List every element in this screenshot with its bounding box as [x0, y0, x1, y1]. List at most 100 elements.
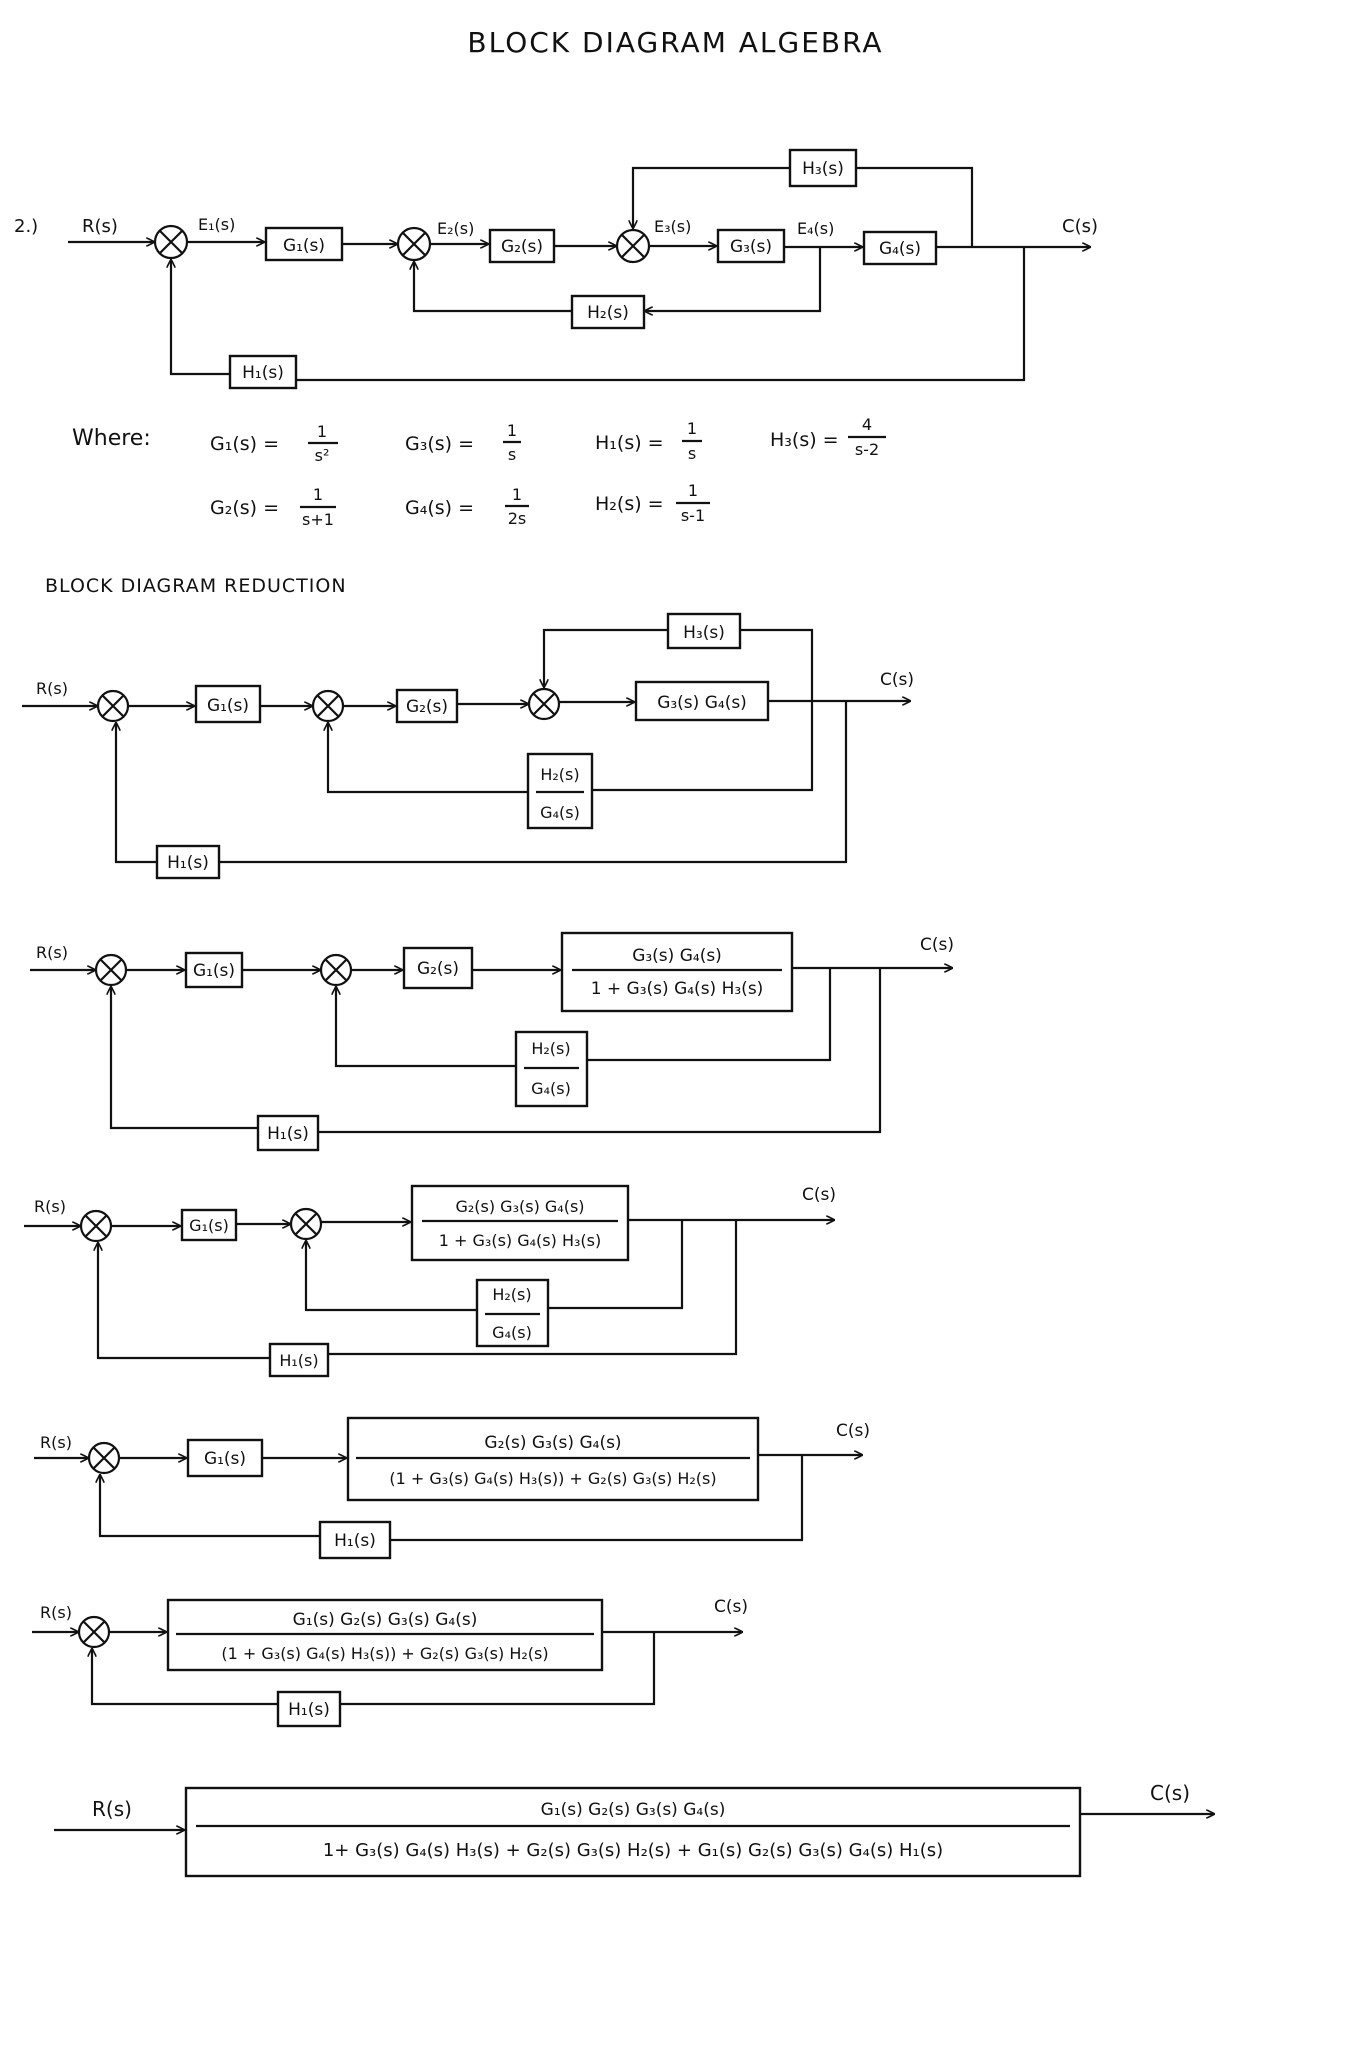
svg-text:G₂(s): G₂(s)	[417, 959, 459, 979]
signal-e3-label: E₃(s)	[654, 217, 691, 236]
block-inner-loop	[560, 931, 794, 1013]
summing-junction-1	[79, 1209, 113, 1243]
svg-text:H₂(s): H₂(s)	[492, 1285, 531, 1304]
summing-junction-2	[311, 689, 345, 723]
summing-junction-1	[153, 224, 189, 260]
svg-text:G₂(s) G₃(s) G₄(s): G₂(s) G₃(s) G₄(s)	[484, 1433, 621, 1453]
summing-junction-3	[615, 228, 651, 264]
final-transfer-function: R(s) G₁(s) G₂(s) G₃(s) G₄(s) 1+ G₃(s) G₄…	[54, 1781, 1214, 1878]
block-g2	[402, 946, 474, 990]
svg-text:G₁(s) G₂(s) G₃(s) G₄(s): G₁(s) G₂(s) G₃(s) G₄(s)	[541, 1800, 726, 1820]
svg-text:1: 1	[687, 419, 697, 438]
block-g1-label: G₁(s)	[283, 236, 325, 256]
transfer-function-definitions: Where: G₁(s) = 1 s² G₂(s) = 1 s+1 G₃(s) …	[72, 415, 886, 529]
block-g2-series	[410, 1184, 630, 1262]
reduction-step-2: R(s) G₁(s) G₂(s) G₃(s) G₄(s) 1 + G₃(s) G…	[30, 931, 954, 1152]
svg-text:G₄(s): G₄(s)	[531, 1079, 571, 1098]
block-g1	[186, 1438, 264, 1478]
reduction-step-3: R(s) G₁(s) G₂(s) G₃(s) G₄(s) 1 + G₃(s) G…	[24, 1184, 836, 1378]
svg-text:4: 4	[862, 415, 872, 434]
block-h1	[318, 1520, 392, 1560]
svg-text:G₄(s) =: G₄(s) =	[405, 497, 474, 519]
block-g1	[264, 226, 344, 262]
svg-text:H₂(s): H₂(s)	[531, 1039, 570, 1058]
svg-text:G₁(s): G₁(s)	[207, 696, 249, 716]
signal-e4-label: E₄(s)	[797, 219, 834, 238]
block-h2	[570, 294, 646, 330]
svg-text:G₃(s) G₄(s): G₃(s) G₄(s)	[657, 693, 747, 713]
reduction-step-5: R(s) G₁(s) G₂(s) G₃(s) G₄(s) (1 + G₃(s) …	[32, 1597, 748, 1728]
svg-text:s: s	[508, 445, 516, 464]
block-g2-label: G₂(s)	[501, 237, 543, 257]
svg-text:1 + G₃(s) G₄(s) H₃(s): 1 + G₃(s) G₄(s) H₃(s)	[591, 979, 764, 999]
problem-number: 2.)	[14, 216, 38, 237]
svg-text:1+ G₃(s) G₄(s) H₃(s) + G₂(s) G: 1+ G₃(s) G₄(s) H₃(s) + G₂(s) G₃(s) H₂(s)…	[323, 1840, 943, 1861]
svg-text:1: 1	[688, 481, 698, 500]
svg-text:H₂(s) =: H₂(s) =	[595, 493, 664, 515]
summing-junction-2	[396, 226, 432, 262]
block-h3	[788, 148, 858, 188]
definition-g3: G₃(s) = 1 s	[405, 421, 521, 464]
svg-text:s-1: s-1	[681, 506, 705, 525]
svg-text:1 + G₃(s) G₄(s) H₃(s): 1 + G₃(s) G₄(s) H₃(s)	[439, 1231, 601, 1250]
summing-junction-3	[527, 687, 561, 721]
summing-junction-2	[289, 1207, 323, 1241]
svg-text:G₂(s): G₂(s)	[406, 697, 448, 717]
svg-text:R(s): R(s)	[36, 679, 68, 698]
block-h1	[268, 1342, 330, 1378]
summing-junction-1	[87, 1441, 121, 1475]
svg-text:H₃(s): H₃(s)	[683, 623, 725, 643]
where-label: Where:	[72, 426, 151, 451]
svg-text:(1 + G₃(s) G₄(s) H₃(s)) + G₂(s: (1 + G₃(s) G₄(s) H₃(s)) + G₂(s) G₃(s) H₂…	[389, 1469, 716, 1488]
svg-text:s: s	[688, 444, 696, 463]
svg-text:G₃(s) G₄(s): G₃(s) G₄(s)	[632, 946, 722, 966]
definition-h3: H₃(s) = 4 s-2	[770, 415, 886, 459]
block-g4-label: G₄(s)	[879, 239, 921, 259]
svg-text:H₁(s): H₁(s)	[279, 1351, 318, 1370]
block-final	[184, 1786, 1082, 1878]
definition-h2: H₂(s) = 1 s-1	[595, 481, 710, 525]
svg-text:G₁(s): G₁(s)	[189, 1216, 229, 1235]
reduction-step-1: R(s) G₁(s) G₂(s) G₃(s) G₄(s) C(s) H₃(s) …	[22, 612, 914, 880]
svg-text:H₁(s): H₁(s)	[167, 853, 209, 873]
definition-g2: G₂(s) = 1 s+1	[210, 485, 336, 529]
svg-text:R(s): R(s)	[40, 1603, 72, 1622]
block-h1-label: H₁(s)	[242, 363, 284, 383]
definition-h1: H₁(s) = 1 s	[595, 419, 702, 463]
block-g1	[184, 951, 244, 989]
svg-text:C(s): C(s)	[836, 1421, 870, 1441]
summing-junction-2	[319, 953, 353, 987]
block-h2-label: H₂(s)	[587, 303, 629, 323]
svg-text:1: 1	[512, 485, 522, 504]
svg-text:G₃(s) =: G₃(s) =	[405, 433, 474, 455]
svg-text:H₁(s): H₁(s)	[288, 1700, 330, 1720]
svg-text:C(s): C(s)	[920, 935, 954, 955]
original-block-diagram: 2.) R(s) E₁(s) G₁(s) E₂(s) G₂(s) E₃(s) G…	[14, 148, 1098, 390]
svg-text:C(s): C(s)	[714, 1597, 748, 1617]
block-h3-label: H₃(s)	[802, 159, 844, 179]
svg-text:1: 1	[313, 485, 323, 504]
svg-text:G₁(s): G₁(s)	[193, 961, 235, 981]
summing-junction-1	[77, 1615, 111, 1649]
definition-g4: G₄(s) = 1 2s	[405, 485, 529, 528]
svg-text:H₃(s) =: H₃(s) =	[770, 429, 839, 451]
svg-text:R(s): R(s)	[92, 1797, 132, 1821]
section-heading-reduction: BLOCK DIAGRAM REDUCTION	[45, 575, 347, 597]
block-g1	[194, 684, 262, 724]
svg-text:G₁(s) =: G₁(s) =	[210, 433, 279, 455]
signal-e2-label: E₂(s)	[437, 219, 474, 238]
summing-junction-1	[96, 689, 130, 723]
svg-text:G₂(s) G₃(s) G₄(s): G₂(s) G₃(s) G₄(s)	[455, 1197, 584, 1216]
page-title: BLOCK DIAGRAM ALGEBRA	[467, 26, 884, 59]
svg-text:G₁(s): G₁(s)	[204, 1449, 246, 1469]
svg-text:1: 1	[507, 421, 517, 440]
svg-text:H₂(s): H₂(s)	[540, 765, 579, 784]
svg-text:G₂(s) =: G₂(s) =	[210, 497, 279, 519]
input-label: R(s)	[82, 216, 118, 237]
block-h1	[155, 844, 221, 880]
block-h1	[276, 1690, 342, 1728]
svg-text:s-2: s-2	[855, 440, 879, 459]
signal-e1-label: E₁(s)	[198, 215, 235, 234]
output-label: C(s)	[1062, 216, 1098, 237]
